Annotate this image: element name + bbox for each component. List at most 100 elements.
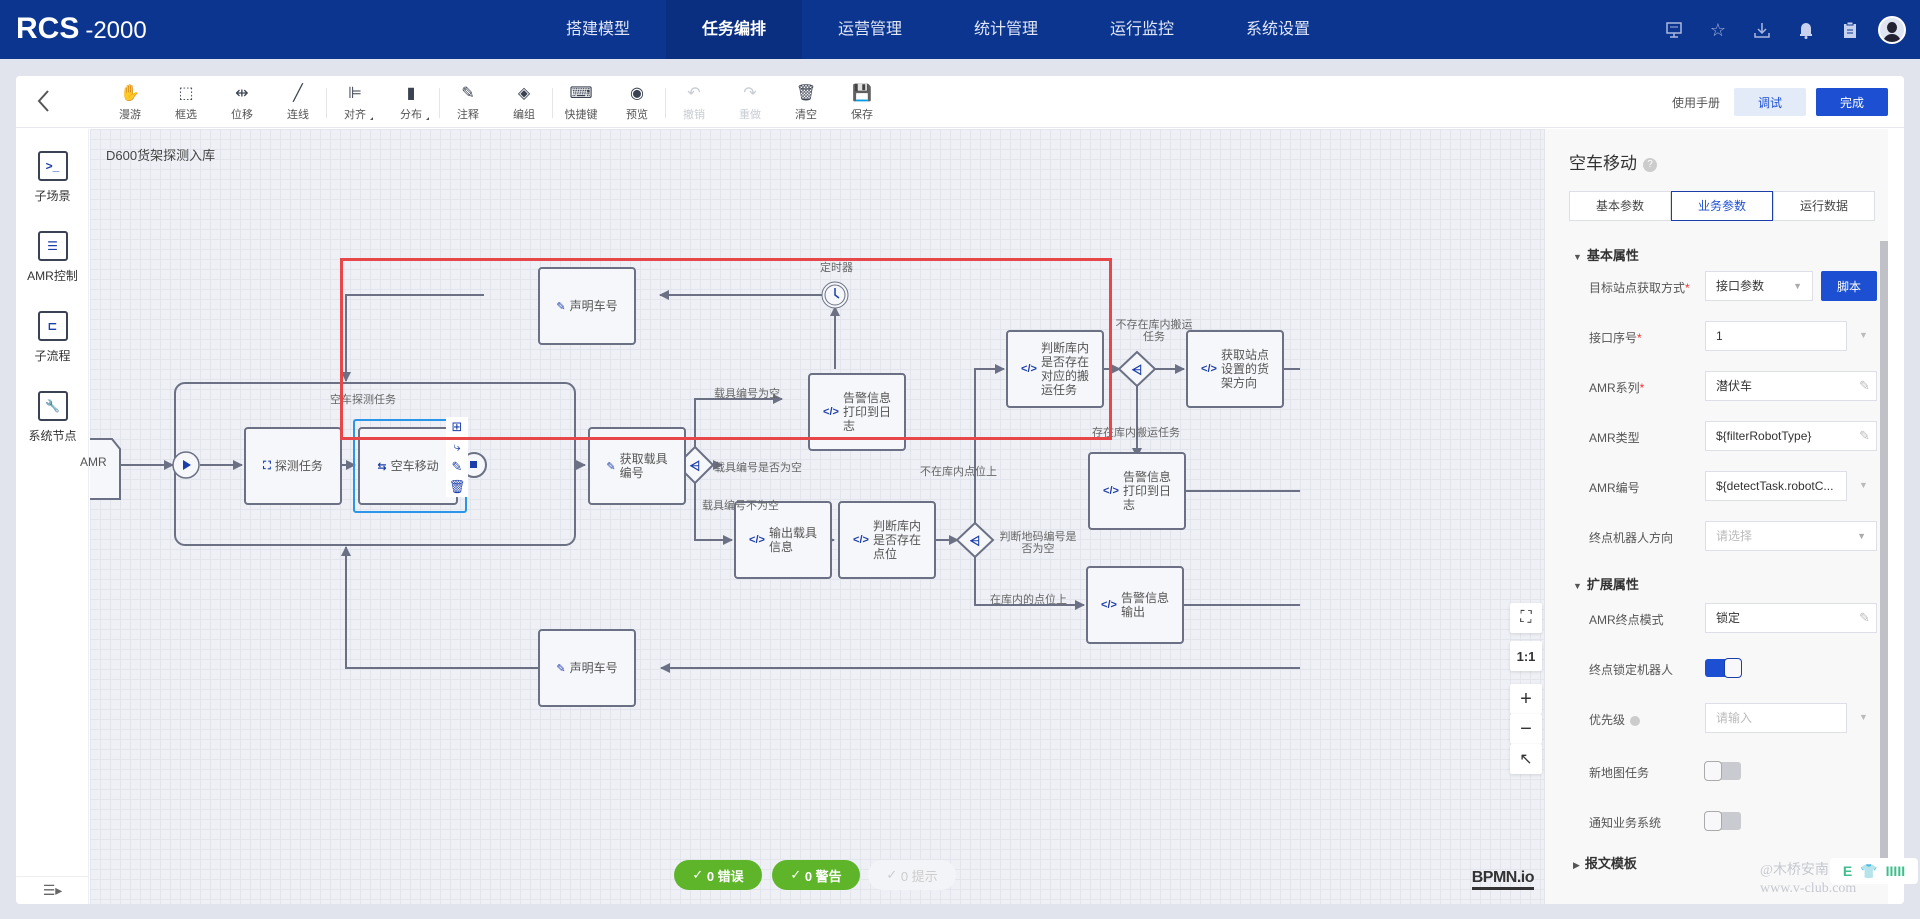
code-icon: </> [1021, 363, 1037, 375]
tool-group[interactable]: ◈编组 [496, 82, 552, 126]
nav-item-monitoring[interactable]: 运行监控 [1109, 21, 1174, 38]
clipboard-icon[interactable] [1828, 16, 1872, 44]
reset-zoom-button[interactable]: 1:1 [1510, 641, 1542, 671]
lint-errors-badge[interactable]: ✓ 0 错误 [674, 860, 762, 890]
caret-down-icon[interactable]: ▼ [1859, 712, 1868, 722]
task-alarm-output[interactable]: </>告警信息输出 [1086, 566, 1184, 644]
task-check-transport[interactable]: </>判断库内是否存在对应的搬运任务 [1006, 330, 1104, 408]
bell-icon[interactable] [1784, 16, 1828, 44]
append-task-icon[interactable]: ⊞ [451, 419, 463, 434]
section-basic-attrs[interactable]: ▼基本属性 [1573, 248, 1639, 263]
redo-icon: ↷ [743, 85, 757, 102]
done-button[interactable]: 完成 [1816, 88, 1888, 116]
tool-shortcut[interactable]: ⌨快捷键 [553, 82, 609, 126]
palette-item-system-node[interactable]: 🔧 系统节点 [16, 391, 89, 444]
fit-view-button[interactable]: ⛶ [1510, 603, 1542, 633]
task-output-carrier[interactable]: </>输出载具信息 [734, 501, 832, 579]
select-target-method[interactable]: 接口参数▼ [1705, 271, 1813, 301]
edit-icon[interactable]: ✎ [1859, 378, 1870, 393]
tool-pan[interactable]: ✋漫游 [102, 82, 158, 126]
user-avatar[interactable] [1878, 16, 1906, 44]
lint-warnings-badge[interactable]: ✓ 0 警告 [772, 860, 860, 890]
tool-lasso[interactable]: ⬚框选 [158, 82, 214, 126]
palette-item-subscene[interactable]: >_ 子场景 [16, 151, 89, 204]
node-amr[interactable]: AMR [80, 455, 107, 469]
task-declare-car-bottom[interactable]: ✎声明车号 [538, 629, 636, 707]
select-end-direction[interactable]: 请选择▼ [1705, 521, 1877, 551]
palette-item-amr-control[interactable]: ☰ AMR控制 [16, 231, 89, 284]
download-icon[interactable] [1740, 16, 1784, 44]
annotate-icon: ✎ [461, 85, 475, 102]
section-ext-attrs[interactable]: ▼扩展属性 [1573, 577, 1639, 592]
caret-down-icon[interactable]: ▼ [1859, 480, 1868, 490]
tool-preview[interactable]: ◉预览 [609, 82, 665, 126]
tool-distribute[interactable]: ▮分布 [383, 82, 439, 126]
delete-icon[interactable]: 🗑 [448, 479, 466, 494]
input-amr-no[interactable]: ${detectTask.robotC... [1705, 471, 1847, 501]
palette-toggle[interactable]: ☰▸ [16, 876, 89, 904]
tab-basic-params[interactable]: 基本参数 [1569, 191, 1671, 221]
nav-item-statistics[interactable]: 统计管理 [973, 21, 1038, 38]
star-icon[interactable]: ☆ [1709, 19, 1727, 40]
connect-icon[interactable]: ⤷ [453, 439, 461, 454]
toggle-notify[interactable] [1704, 811, 1741, 831]
toggle-end-lock[interactable] [1705, 658, 1742, 678]
zoom-in-button[interactable]: + [1510, 684, 1542, 714]
tool-save[interactable]: 💾保存 [834, 82, 890, 126]
palette-item-subprocess[interactable]: ⊏ 子流程 [16, 311, 89, 364]
toggle-new-map[interactable] [1704, 761, 1741, 781]
tool-clear[interactable]: 🗑清空 [778, 82, 834, 126]
tab-business-params[interactable]: 业务参数 [1671, 191, 1773, 221]
task-alarm-log-mid[interactable]: </>告警信息打印到日志 [1088, 452, 1186, 530]
gateway-label-carrier: 载具编号是否为空 [714, 462, 802, 474]
flow-gw1-output [694, 483, 733, 545]
input-interface-no[interactable]: 1 [1705, 321, 1847, 351]
tool-align[interactable]: ⊫对齐 [327, 82, 383, 126]
reset-origin-button[interactable]: ↖ [1510, 744, 1542, 774]
caret-down-icon[interactable]: ▼ [1859, 330, 1868, 340]
edit-icon[interactable]: ✎ [1859, 610, 1870, 625]
help-icon[interactable]: ? [1643, 157, 1657, 172]
task-declare-car-top[interactable]: ✎声明车号 [538, 267, 636, 345]
script-button[interactable]: 脚本 [1821, 271, 1877, 301]
task-empty-car-move[interactable]: ⇆空车移动 [358, 427, 458, 505]
move-car-icon: ⇆ [377, 460, 387, 473]
zoom-out-button[interactable]: − [1510, 714, 1542, 744]
manual-link[interactable]: 使用手册 [1671, 95, 1720, 110]
task-detect[interactable]: ⛶探测任务 [244, 427, 342, 505]
input-amr-type[interactable]: ${filterRobotType}✎ [1705, 421, 1877, 451]
input-end-mode[interactable]: 锁定✎ [1705, 603, 1877, 633]
nav-item-operations[interactable]: 运营管理 [837, 21, 902, 38]
info-icon[interactable] [1630, 715, 1641, 726]
code-icon: </> [853, 534, 869, 546]
lint-hints-badge[interactable]: ✓ 0 提示 [868, 860, 956, 890]
monitor-icon[interactable] [1652, 16, 1696, 44]
pen-icon: ✎ [556, 300, 566, 313]
tab-runtime-data[interactable]: 运行数据 [1773, 191, 1875, 221]
label-amr-type: AMR类型 [1589, 431, 1640, 445]
back-button[interactable] [36, 88, 50, 121]
section-message-template[interactable]: ▶报文模板 [1573, 856, 1637, 871]
input-priority[interactable]: 请输入 [1705, 703, 1847, 733]
tool-move[interactable]: ⇹位移 [214, 82, 270, 126]
input-amr-series[interactable]: 潜伏车✎ [1705, 371, 1877, 401]
tool-annotate[interactable]: ✎注释 [440, 82, 496, 126]
task-get-direction[interactable]: </>获取站点设置的货架方向 [1186, 330, 1284, 408]
tool-redo[interactable]: ↷重做 [722, 82, 778, 126]
nav-item-settings[interactable]: 系统设置 [1245, 21, 1310, 38]
nav-item-build-model[interactable]: 搭建模型 [565, 21, 630, 38]
edit-icon[interactable]: ✎ [1859, 428, 1870, 443]
task-check-point[interactable]: </>判断库内是否存在点位 [838, 501, 936, 579]
panel-scrollbar[interactable] [1880, 241, 1888, 876]
save-icon: 💾 [852, 85, 872, 102]
task-get-carrier[interactable]: ✎获取载具编号 [588, 427, 686, 505]
nav-item-task-orchestration[interactable]: 任务编排 [666, 0, 802, 59]
divider [552, 88, 553, 118]
tool-connect[interactable]: ╱连线 [270, 82, 326, 126]
annotate-icon[interactable]: ✎ [451, 459, 463, 474]
tool-undo[interactable]: ↶撤销 [666, 82, 722, 126]
floating-widget[interactable]: E👕IIIII [1830, 858, 1918, 884]
debug-button[interactable]: 调试 [1734, 88, 1806, 116]
bpmn-canvas[interactable]: D600货架探测入库 [80, 129, 1570, 904]
bpmn-io-logo[interactable]: BPMN.io [1471, 869, 1535, 890]
